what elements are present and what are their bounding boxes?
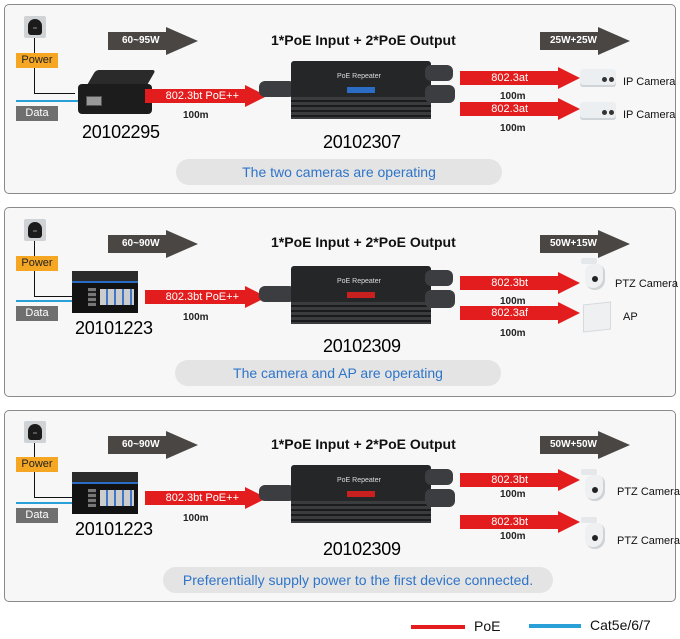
output-2-distance: 100m <box>500 328 526 339</box>
output-2-device-label: AP <box>623 311 638 323</box>
poe-injector-device <box>78 70 156 118</box>
diagram-title: 1*PoE Input + 2*PoE Output <box>271 234 456 250</box>
repeater-model-number: 20102307 <box>323 132 401 152</box>
output-1-distance: 100m <box>500 91 526 102</box>
output-2-device-label: PTZ Camera <box>617 535 680 547</box>
poe-output-arrow-2: 802.3bt <box>460 511 580 533</box>
ip-camera-icon <box>580 98 620 124</box>
ptz-camera-icon <box>579 258 611 292</box>
legend-cat-label: Cat5e/6/7 <box>590 617 651 633</box>
repeater-brand-label: PoE Repeater <box>337 73 381 80</box>
poe-input-arrow: 802.3bt PoE++ <box>145 487 267 509</box>
output-2-distance: 100m <box>500 531 526 542</box>
ip-camera-icon <box>580 65 620 91</box>
output-1-standard: 802.3at <box>460 71 558 85</box>
status-caption: Preferentially supply power to the first… <box>163 567 553 593</box>
poe-output-arrow-1: 802.3bt <box>460 469 580 491</box>
input-power-value: 60~90W <box>108 235 166 253</box>
input-power-arrow: 60~90W <box>108 431 200 459</box>
data-cable-line <box>16 502 76 504</box>
legend-cat-swatch <box>529 624 581 628</box>
output-2-distance: 100m <box>500 123 526 134</box>
diagram-title: 1*PoE Input + 2*PoE Output <box>271 32 456 48</box>
power-outlet-icon <box>24 16 46 38</box>
output-power-arrow: 25W+25W <box>540 27 632 55</box>
output-1-distance: 100m <box>500 489 526 500</box>
output-power-arrow: 50W+15W <box>540 230 632 258</box>
poe-repeater-device: PoE Repeater <box>255 57 455 123</box>
poe-input-arrow: 802.3bt PoE++ <box>145 286 267 308</box>
output-power-arrow: 50W+50W <box>540 431 632 459</box>
poe-output-arrow-1: 802.3bt <box>460 272 580 294</box>
output-1-device-label: PTZ Camera <box>617 486 680 498</box>
power-label: Power <box>16 53 58 68</box>
input-power-arrow: 60~95W <box>108 27 200 55</box>
status-caption: The camera and AP are operating <box>175 360 501 386</box>
repeater-brand-label: PoE Repeater <box>337 278 381 285</box>
poe-repeater-device: PoE Repeater <box>255 262 455 328</box>
input-power-value: 60~95W <box>108 32 166 50</box>
scenario-panel-2: Power Data 20101223 60~90W 802.3bt PoE++… <box>4 207 678 397</box>
poe-input-standard: 802.3bt PoE++ <box>145 491 245 505</box>
input-power-value: 60~90W <box>108 436 166 454</box>
poe-switch-device <box>72 271 138 315</box>
poe-output-arrow-1: 802.3at <box>460 67 580 89</box>
legend-poe-swatch <box>411 625 465 629</box>
poe-switch-device <box>72 472 138 516</box>
output-1-standard: 802.3bt <box>460 473 558 487</box>
output-2-standard: 802.3bt <box>460 515 558 529</box>
poe-output-arrow-2: 802.3at <box>460 98 580 120</box>
input-power-arrow: 60~90W <box>108 230 200 258</box>
output-2-standard: 802.3at <box>460 102 558 116</box>
power-outlet-icon <box>24 421 46 443</box>
repeater-brand-label: PoE Repeater <box>337 477 381 484</box>
poe-input-arrow: 802.3bt PoE++ <box>145 85 267 107</box>
output-1-device-label: PTZ Camera <box>615 278 678 290</box>
diagram-title: 1*PoE Input + 2*PoE Output <box>271 436 456 452</box>
output-2-standard: 802.3af <box>460 306 558 320</box>
poe-repeater-device: PoE Repeater <box>255 461 455 527</box>
input-distance: 100m <box>183 513 209 524</box>
input-distance: 100m <box>183 312 209 323</box>
repeater-model-number: 20102309 <box>323 336 401 356</box>
output-power-value: 50W+50W <box>540 436 598 454</box>
ptz-camera-icon <box>579 469 611 503</box>
data-label: Data <box>16 508 58 523</box>
data-label: Data <box>16 106 58 121</box>
poe-output-arrow-2: 802.3af <box>460 302 580 324</box>
poe-input-standard: 802.3bt PoE++ <box>145 89 245 103</box>
input-distance: 100m <box>183 110 209 121</box>
poe-input-standard: 802.3bt PoE++ <box>145 290 245 304</box>
data-label: Data <box>16 306 58 321</box>
output-power-value: 25W+25W <box>540 32 598 50</box>
ptz-camera-icon <box>579 517 611 551</box>
access-point-icon <box>583 301 611 333</box>
ethernet-ports-icon <box>100 490 134 506</box>
output-1-distance: 100m <box>500 296 526 307</box>
legend-poe-label: PoE <box>474 618 501 634</box>
source-model-number: 20102295 <box>82 122 160 142</box>
output-power-value: 50W+15W <box>540 235 598 253</box>
data-cable-line <box>16 300 76 302</box>
output-2-device-label: IP Camera <box>623 109 676 121</box>
repeater-model-number: 20102309 <box>323 539 401 559</box>
status-caption: The two cameras are operating <box>176 159 502 185</box>
data-cable-line <box>16 100 86 102</box>
scenario-panel-1: Power Data 20102295 60~95W 802.3bt PoE++… <box>4 4 676 194</box>
source-model-number: 20101223 <box>75 519 153 539</box>
power-outlet-icon <box>24 219 46 241</box>
power-label: Power <box>16 457 58 472</box>
ethernet-ports-icon <box>100 289 134 305</box>
ethernet-port-icon <box>86 96 102 106</box>
power-label: Power <box>16 256 58 271</box>
output-1-standard: 802.3bt <box>460 276 558 290</box>
source-model-number: 20101223 <box>75 318 153 338</box>
output-1-device-label: IP Camera <box>623 76 676 88</box>
scenario-panel-3: Power Data 20101223 60~90W 802.3bt PoE++… <box>4 410 680 602</box>
